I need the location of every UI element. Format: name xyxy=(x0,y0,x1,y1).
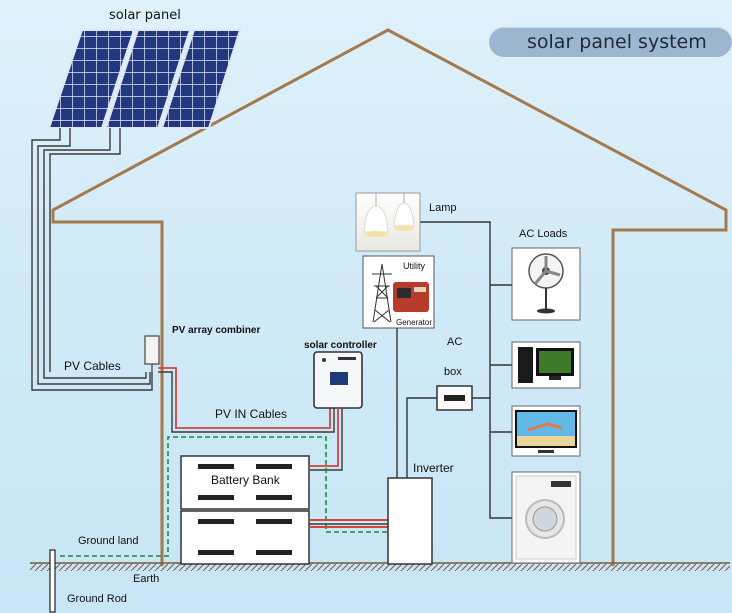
ac-loads-label: AC Loads xyxy=(519,228,568,240)
lamp-picture xyxy=(355,192,421,252)
battery-bank xyxy=(180,455,310,565)
ac-label: AC xyxy=(447,336,463,348)
solar-panel-label: solar panel xyxy=(109,8,181,23)
ground-land-label: Ground land xyxy=(78,535,139,547)
house-outline xyxy=(51,28,728,566)
solar-controller-label: solar controller xyxy=(304,340,377,351)
ac-distribution-box xyxy=(436,385,473,411)
transmission-tower-icon xyxy=(372,263,392,323)
solar-panel-array xyxy=(47,29,242,129)
ac-load-bus xyxy=(420,221,512,519)
title-badge: solar panel system xyxy=(489,27,732,57)
washing-machine-picture xyxy=(511,471,581,564)
utility-generator-picture xyxy=(362,255,435,329)
earth-ground xyxy=(30,562,730,571)
generator-label: Generator xyxy=(396,318,433,327)
pv-array-combiner-label: PV array combiner xyxy=(172,325,261,336)
page-title: solar panel system xyxy=(527,31,707,53)
box-label: box xyxy=(444,366,462,378)
inverter-label: Inverter xyxy=(413,461,454,475)
earth-label: Earth xyxy=(133,573,160,585)
inverter-wiring xyxy=(396,328,490,478)
utility-label: Utility xyxy=(403,261,425,271)
pv-cables xyxy=(31,128,153,391)
battery-bank-label: Battery Bank xyxy=(211,473,280,487)
controller-to-battery-wires xyxy=(310,408,343,471)
ground-rod xyxy=(49,549,56,613)
solar-controller-device xyxy=(313,351,363,409)
solar-panel-1 xyxy=(47,29,136,129)
pv-in-cables xyxy=(158,367,335,433)
lamp-label: Lamp xyxy=(429,202,457,214)
battery-to-inverter-wires xyxy=(309,519,388,528)
ground-wire xyxy=(60,436,388,557)
pv-array-combiner-box xyxy=(144,335,160,372)
computer-picture xyxy=(511,341,581,389)
pv-cables-label: PV Cables xyxy=(64,359,121,373)
tv-picture xyxy=(511,405,581,457)
fan-picture xyxy=(511,247,581,321)
pv-in-cables-label: PV IN Cables xyxy=(215,407,288,421)
solar-panel-3 xyxy=(160,29,242,129)
ground-rod-label: Ground Rod xyxy=(67,593,127,605)
inverter-box xyxy=(387,477,433,565)
solar-panel-2 xyxy=(104,29,192,129)
